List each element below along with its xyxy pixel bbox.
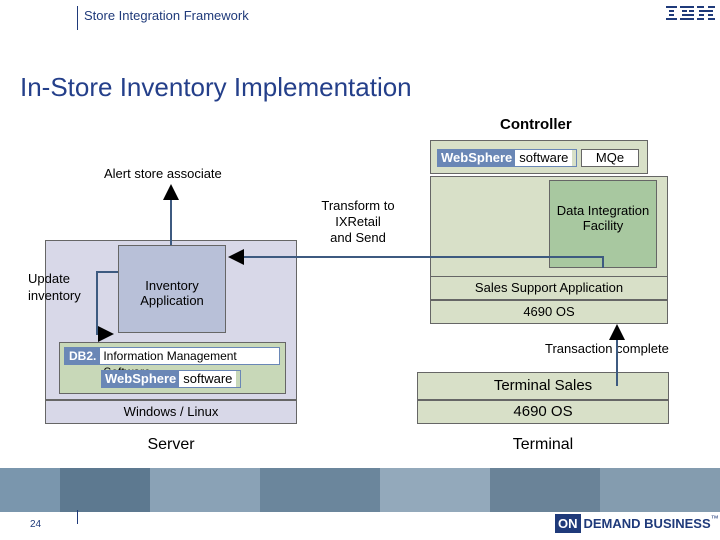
ibm-logo — [666, 5, 716, 23]
server-os-box: Windows / Linux — [45, 400, 297, 424]
footer-bar — [0, 512, 720, 540]
websphere-logo-controller: WebSphere software — [437, 149, 577, 167]
header-title: Store Integration Framework — [84, 8, 249, 23]
db2-text: Information Management Software — [100, 348, 279, 379]
websphere-badge: WebSphere — [438, 150, 516, 166]
websphere-logo-server: WebSphere software — [101, 370, 241, 388]
header-bar — [0, 0, 720, 30]
terminal-os-box: 4690 OS — [417, 400, 669, 424]
footer-photo-strip — [0, 468, 720, 512]
footer-divider — [77, 510, 78, 524]
terminal-title: Terminal — [512, 436, 574, 453]
page-number: 24 — [30, 519, 42, 530]
alert-label: Alert store associate — [104, 166, 222, 181]
data-integration-box: Data Integration Facility — [549, 180, 657, 268]
sales-support-box: Sales Support Application — [430, 276, 668, 300]
websphere-software-label: software — [515, 150, 573, 166]
transform-label-line1: Transform to — [321, 198, 395, 213]
slide-title: In-Store Inventory Implementation — [20, 72, 412, 102]
update-label-line1: Update — [28, 271, 70, 286]
inventory-application-box: Inventory Application — [118, 245, 226, 333]
on-badge: ON — [555, 514, 581, 533]
transform-label-line2: IXRetail — [335, 214, 381, 229]
update-label-line2: inventory — [28, 288, 81, 303]
db2-logo: DB2. Information Management Software — [64, 347, 280, 379]
server-title: Server — [147, 436, 195, 453]
controller-title: Controller — [500, 116, 572, 133]
controller-os-box: 4690 OS — [430, 300, 668, 324]
websphere-software-label-server: software — [179, 371, 237, 387]
transform-label-line3: and Send — [330, 230, 386, 245]
websphere-badge-server: WebSphere — [102, 371, 180, 387]
mqe-box: MQe — [581, 149, 639, 167]
transaction-label: Transaction complete — [545, 341, 669, 356]
terminal-sales-box: Terminal Sales — [417, 372, 669, 400]
trademark-mark: ™ — [710, 514, 719, 523]
db2-badge: DB2. — [65, 348, 101, 364]
transform-label: Transform to IXRetail and Send — [306, 198, 410, 246]
header-divider — [77, 6, 78, 30]
on-demand-brand-text: DEMAND BUSINESS — [583, 516, 711, 531]
on-demand-business-logo: ON DEMAND BUSINESS ™ — [555, 514, 719, 533]
